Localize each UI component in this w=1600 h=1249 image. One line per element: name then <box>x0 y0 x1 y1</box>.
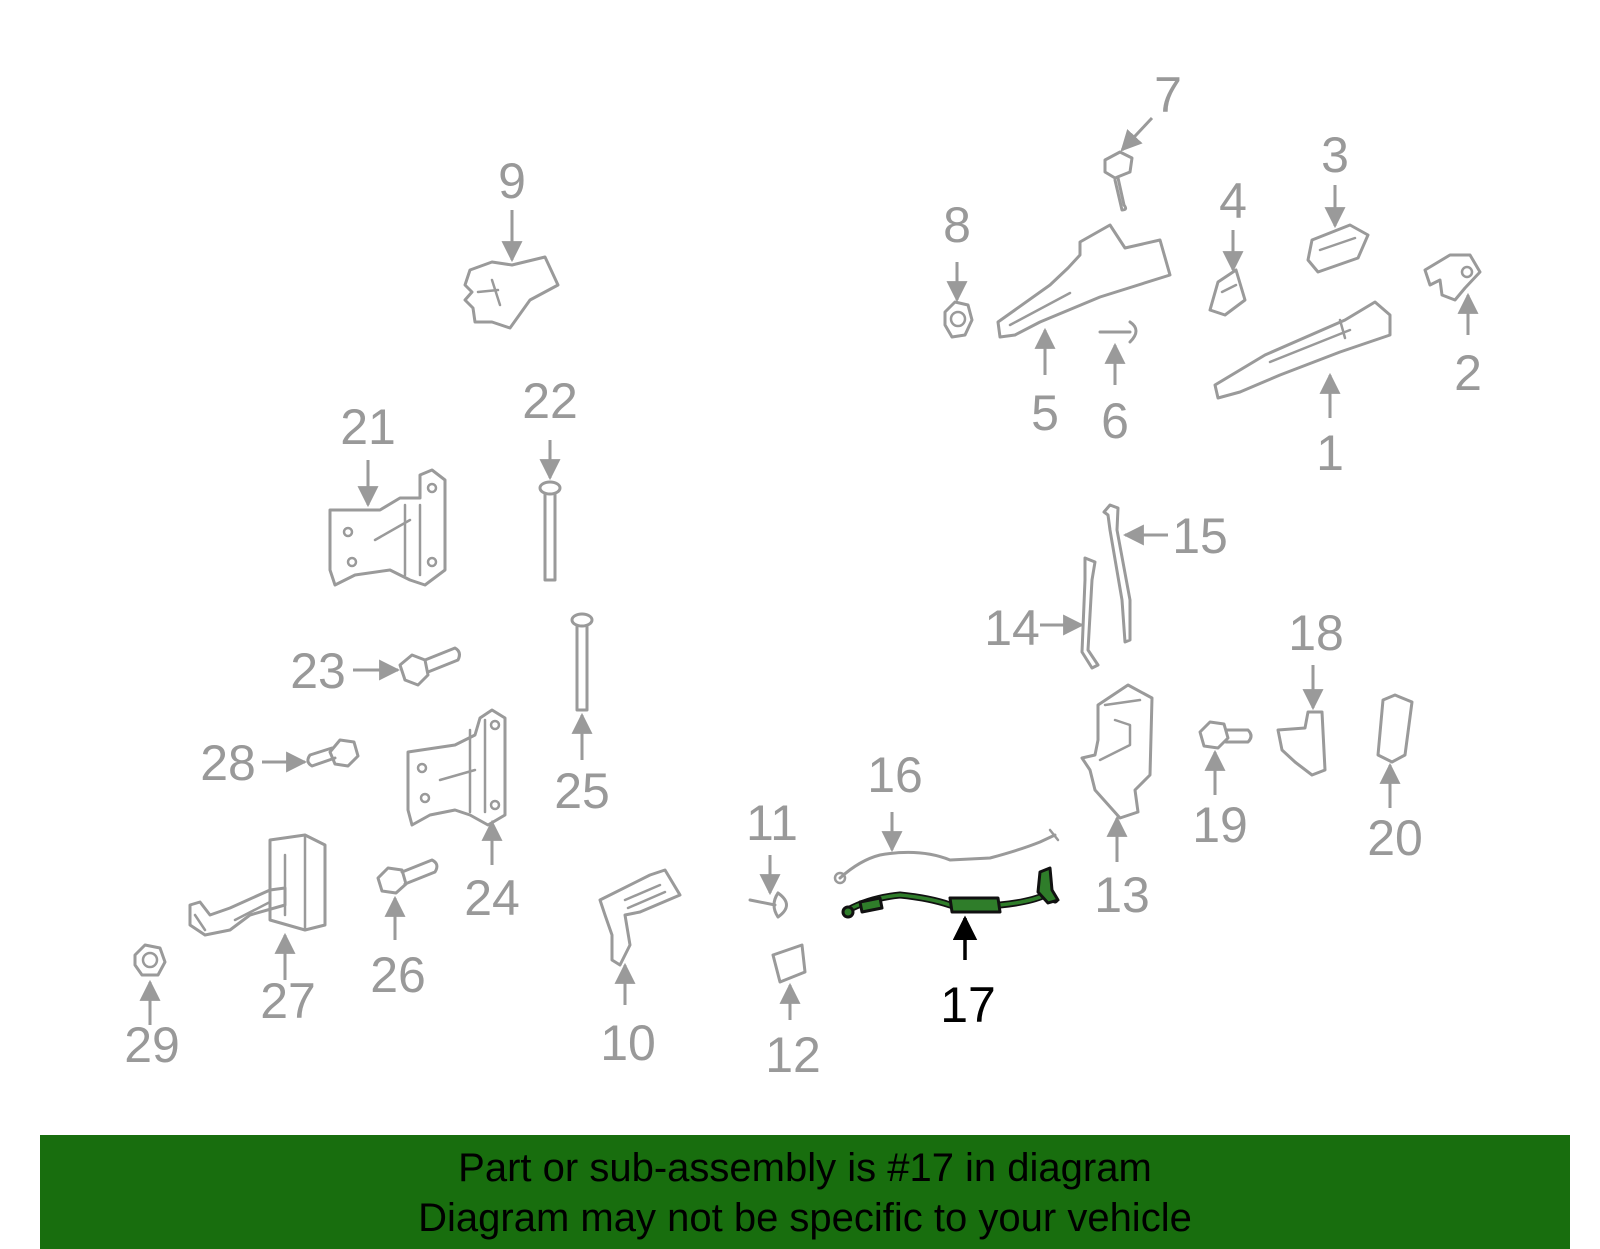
part-9[interactable] <box>463 255 560 330</box>
part-21[interactable] <box>328 468 447 587</box>
callout-22: 22 <box>522 373 578 429</box>
callout-19: 19 <box>1192 797 1248 853</box>
callout-27: 27 <box>260 973 316 1029</box>
part-20[interactable] <box>1376 693 1414 764</box>
part-6[interactable] <box>1098 320 1138 344</box>
part-27[interactable] <box>188 833 327 937</box>
callout-6: 6 <box>1101 393 1129 449</box>
part-18[interactable] <box>1276 710 1327 777</box>
callout-23: 23 <box>290 643 346 699</box>
callout-11: 11 <box>746 795 798 851</box>
callout-21: 21 <box>340 399 396 455</box>
part-15[interactable] <box>1102 503 1132 644</box>
part-17-highlighted[interactable] <box>841 866 1060 919</box>
callout-16: 16 <box>867 747 923 803</box>
callout-18: 18 <box>1288 605 1344 661</box>
part-28[interactable] <box>306 738 360 768</box>
part-10[interactable] <box>598 868 682 967</box>
part-7[interactable] <box>1103 150 1134 212</box>
banner-line-disclaimer: Diagram may not be specific to your vehi… <box>418 1196 1192 1240</box>
part-26[interactable] <box>376 858 439 895</box>
part-24[interactable] <box>406 708 507 827</box>
callout-9: 9 <box>498 153 526 209</box>
callout-8: 8 <box>943 197 971 253</box>
part-19[interactable] <box>1198 720 1253 750</box>
callout-5: 5 <box>1031 385 1059 441</box>
part-2[interactable] <box>1423 253 1482 302</box>
part-1[interactable] <box>1213 300 1392 400</box>
part-16[interactable] <box>833 828 1060 885</box>
callout-1: 1 <box>1316 425 1344 481</box>
info-banner: Part or sub-assembly is #17 in diagram D… <box>40 1135 1570 1249</box>
callout-20: 20 <box>1367 810 1423 866</box>
callout-26: 26 <box>370 947 426 1003</box>
part-29[interactable] <box>133 943 167 977</box>
callout-14: 14 <box>984 600 1040 656</box>
arrow-7 <box>1120 116 1154 152</box>
part-8[interactable] <box>943 300 974 339</box>
callout-7: 7 <box>1154 67 1182 123</box>
callout-25: 25 <box>554 763 610 819</box>
callout-12: 12 <box>765 1027 821 1083</box>
callout-28: 28 <box>200 735 256 791</box>
part-3[interactable] <box>1306 223 1370 274</box>
part-14[interactable] <box>1080 556 1100 670</box>
banner-line-part-info: Part or sub-assembly is #17 in diagram <box>458 1146 1152 1190</box>
callout-10: 10 <box>600 1015 656 1071</box>
callout-24: 24 <box>464 870 520 926</box>
parts-diagram: 9 7 8 5 6 4 3 2 <box>124 67 1482 1083</box>
part-4[interactable] <box>1208 268 1247 317</box>
callout-2: 2 <box>1454 345 1482 401</box>
callout-15: 15 <box>1172 508 1228 564</box>
callout-4: 4 <box>1219 173 1247 229</box>
callout-29: 29 <box>124 1017 180 1073</box>
part-12[interactable] <box>771 943 807 984</box>
part-23[interactable] <box>398 646 461 687</box>
part-5[interactable] <box>996 223 1172 339</box>
callout-3: 3 <box>1321 127 1349 183</box>
part-22[interactable] <box>538 480 562 582</box>
callout-13: 13 <box>1094 867 1150 923</box>
part-25[interactable] <box>570 612 594 712</box>
part-13[interactable] <box>1080 683 1154 820</box>
callout-17: 17 <box>940 977 996 1033</box>
part-11[interactable] <box>748 891 788 919</box>
